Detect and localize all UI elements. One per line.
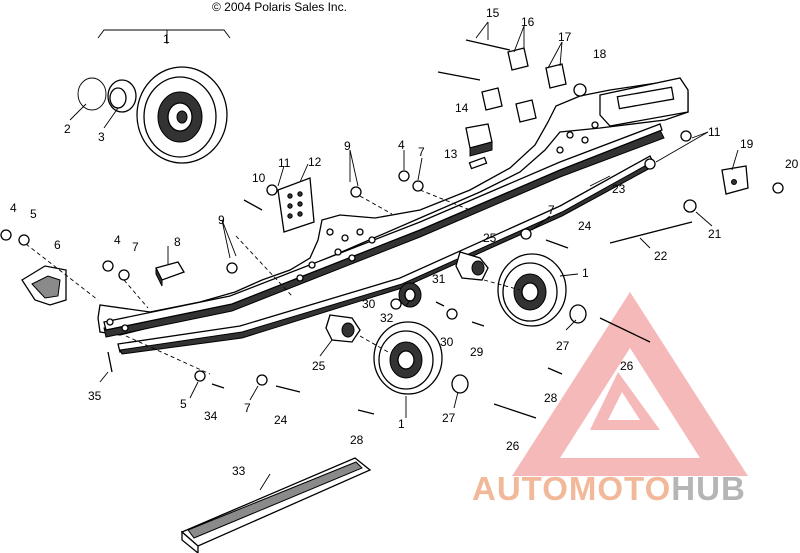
callout-9-a: 9 [218,213,225,227]
callout-20: 20 [785,157,799,171]
callout-14: 14 [455,101,469,115]
callout-25-b: 25 [312,359,326,373]
callout-27-a: 27 [556,339,570,353]
callout-24-a: 24 [578,219,592,233]
left-rail [97,79,689,338]
callout-18: 18 [593,47,607,61]
callout-4: 4 [10,201,17,215]
callout-7-b: 7 [418,145,425,159]
small-wheel-32 [398,282,422,308]
callout-31: 31 [432,272,446,286]
watermark-text-part1: AUTOMOTO [472,470,672,507]
idler-wheel-lower [373,321,443,395]
callout-34: 34 [204,409,218,423]
callout-21: 21 [708,227,722,241]
callout-22: 22 [654,249,668,263]
callout-2: 2 [64,122,71,136]
watermark-text: AUTOMOTOHUB [472,470,746,508]
idler-wheel-center [497,253,567,327]
callout-5: 5 [30,207,37,221]
callout-30-b: 30 [440,335,454,349]
callout-19: 19 [740,137,754,151]
bracket-19 [721,165,749,195]
watermark-logo-triangle [512,292,748,476]
copyright-text: © 2004 Polaris Sales Inc. [212,0,347,14]
snap-ring-2 [77,77,107,111]
spacer-17 [515,63,567,123]
callout-13: 13 [444,147,458,161]
callout-16: 16 [521,15,535,29]
callout-26-b: 26 [506,439,520,453]
end-cap-6 [21,265,67,306]
callout-labels: 1 2 3 4 5 6 4 7 8 9 10 11 12 9 4 7 13 14… [10,6,799,478]
plate-12 [277,177,315,233]
watermark-text-part2: HUB [671,470,746,507]
callout-28-b: 28 [350,433,364,447]
callout-11-a: 11 [278,156,291,170]
callout-7-c: 7 [548,203,555,217]
callout-1-c: 1 [398,417,405,431]
callout-15: 15 [486,6,500,20]
callout-1: 1 [163,32,170,46]
rail-holes [106,121,599,332]
callout-10: 10 [252,171,266,185]
callout-26-a: 26 [620,359,634,373]
bearing-3 [107,79,137,113]
callout-29: 29 [470,345,484,359]
callout-8: 8 [174,235,181,249]
callout-6: 6 [54,238,61,252]
callout-3: 3 [98,130,105,144]
bracket-25-upper [455,251,489,281]
callout-4-c: 4 [398,138,405,152]
callout-9-b: 9 [344,139,351,153]
callout-35: 35 [88,389,102,403]
nuts-and-washers [0,83,784,394]
callout-28-a: 28 [544,391,558,405]
slide-rail-33 [180,457,372,553]
bolts [107,39,693,419]
callout-7-d: 7 [244,401,251,415]
callout-30-a: 30 [362,297,376,311]
callout-17: 17 [558,30,572,44]
block-14 [465,123,493,157]
callout-23: 23 [612,182,626,196]
callout-7-a: 7 [132,240,139,254]
callout-33: 33 [232,464,246,478]
callout-5-b: 5 [180,397,187,411]
callout-11-b: 11 [708,125,721,139]
rail-end-slot [616,86,675,110]
callout-32: 32 [380,311,394,325]
callout-4-b: 4 [114,233,121,247]
leader-lines [25,21,739,491]
callout-1-b: 1 [582,266,589,280]
bracket-25-lower [325,314,361,343]
callout-12: 12 [308,155,322,169]
callout-27-b: 27 [442,411,456,425]
pin-13 [468,156,488,170]
block-8 [155,261,185,287]
idler-wheel-top [136,66,228,164]
callout-25-a: 25 [483,231,497,245]
callout-24-b: 24 [274,413,288,427]
spacer-16 [481,47,529,111]
